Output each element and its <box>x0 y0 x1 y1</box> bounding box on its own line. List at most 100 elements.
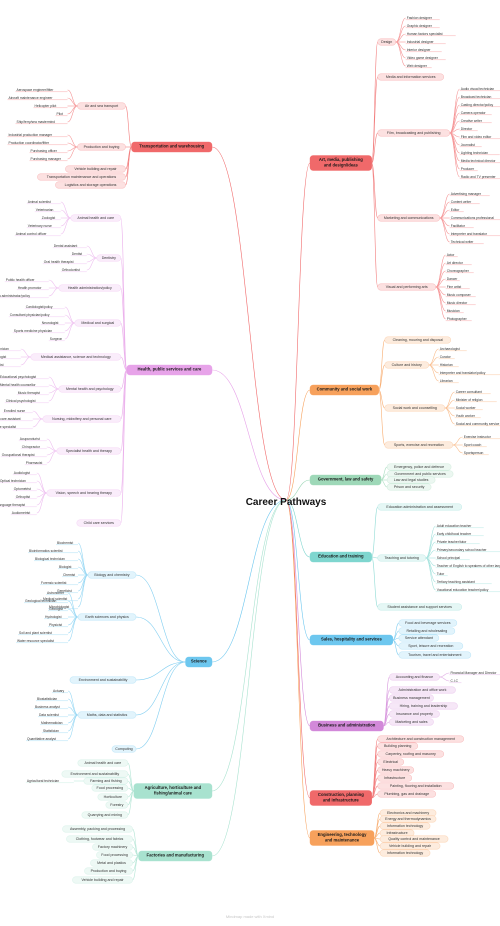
topic-6-0[interactable] <box>384 336 451 344</box>
topic-label[interactable]: Design <box>381 40 392 44</box>
branch-label[interactable]: Engineering, technology <box>318 832 368 837</box>
leaf-label[interactable]: Ship/ferry/sea mastermind <box>17 120 56 124</box>
topic-1-9[interactable] <box>76 519 122 527</box>
topic-label[interactable]: Tourism, travel and entertainment <box>408 653 461 657</box>
leaf-label[interactable]: Tutor <box>437 572 445 576</box>
leaf-label[interactable]: Animal control officer <box>16 232 48 236</box>
topic-label[interactable]: Business management <box>393 696 430 700</box>
branch-label[interactable]: Business and administration <box>318 723 376 728</box>
leaf-label[interactable]: Optical technician <box>0 479 26 483</box>
topic-5-3[interactable] <box>377 214 440 222</box>
leaf-label[interactable]: Purchasing officer <box>31 149 58 153</box>
topic-2-4[interactable] <box>111 745 137 753</box>
leaf-label[interactable]: Geological technician <box>25 599 57 603</box>
topic-label[interactable]: Carpentry, roofing and masonry <box>386 752 436 756</box>
leaf-label[interactable]: Health care assistant <box>0 417 21 421</box>
topic-9-0[interactable] <box>398 619 458 627</box>
branch-label[interactable]: Community and social work <box>317 387 373 392</box>
leaf-label[interactable]: Chemist <box>63 573 75 577</box>
leaf-label[interactable]: Dentist <box>72 252 82 256</box>
branch-6[interactable] <box>309 384 379 396</box>
topic-label[interactable]: Production and buying <box>91 869 127 873</box>
branch-label[interactable]: Government, law and safety <box>318 477 374 482</box>
topic-label[interactable]: Infrastructure <box>386 831 407 835</box>
topic-label[interactable]: Emergency, police and defence <box>394 465 444 469</box>
leaf-label[interactable]: Media technical director <box>461 159 497 163</box>
topic-label[interactable]: Insurance and property <box>396 712 433 716</box>
topic-0-0[interactable] <box>77 102 126 110</box>
leaf-label[interactable]: Geneticist <box>57 589 72 593</box>
branch-3[interactable] <box>133 783 213 799</box>
topic-label[interactable]: Medical and surgical <box>81 321 114 325</box>
leaf-label[interactable]: Private teacher/tutor <box>437 540 468 544</box>
leaf-label[interactable]: Advertising manager <box>451 192 482 196</box>
branch-12[interactable] <box>309 830 375 846</box>
leaf-label[interactable]: Interior designer <box>407 48 432 52</box>
topic-label[interactable]: Heavy machinery <box>382 768 410 772</box>
topic-label[interactable]: Farming and fishing <box>90 779 122 783</box>
topic-1-7[interactable] <box>56 447 121 455</box>
leaf-label[interactable]: Technical writer <box>451 240 475 244</box>
leaf-label[interactable]: Pilot <box>57 112 63 116</box>
topic-label[interactable]: Horticulture <box>104 795 122 799</box>
leaf-label[interactable]: Music composer <box>447 293 472 297</box>
leaf-label[interactable]: Biostatistician <box>37 697 57 701</box>
leaf-label[interactable]: Zoologist <box>42 216 55 220</box>
leaf-label[interactable]: Archaeologist <box>440 347 460 351</box>
topic-label[interactable]: Forestry <box>110 803 123 807</box>
topic-4-0[interactable] <box>62 825 133 833</box>
leaf-label[interactable]: Journalist <box>461 143 475 147</box>
topic-2-3[interactable] <box>77 711 137 719</box>
topic-label[interactable]: Food and beverage services <box>405 621 451 625</box>
leaf-label[interactable]: Optometrist <box>14 487 31 491</box>
topic-10-1[interactable] <box>389 686 456 694</box>
leaf-label[interactable]: Astronomer <box>47 591 65 595</box>
topic-label[interactable]: Film, broadcasting and publishing <box>387 131 441 135</box>
topic-1-2[interactable] <box>58 284 121 292</box>
topic-label[interactable]: Clothing, footwear and fabrics <box>76 837 124 841</box>
leaf-label[interactable]: Neurologist <box>42 321 59 325</box>
leaf-label[interactable]: Content writer <box>451 200 472 204</box>
leaf-label[interactable]: Cardiologist/policy <box>26 305 53 309</box>
topic-label[interactable]: Administration and office work <box>399 688 447 692</box>
leaf-label[interactable]: Statistician <box>43 729 59 733</box>
topic-4-1[interactable] <box>66 835 133 843</box>
leaf-label[interactable]: Web designer <box>407 64 428 68</box>
topic-3-1[interactable] <box>61 770 129 778</box>
topic-3-3[interactable] <box>91 784 129 792</box>
leaf-label[interactable]: Speech language therapist <box>0 503 25 507</box>
branch-4[interactable] <box>138 850 213 862</box>
topic-8-0[interactable] <box>377 503 462 511</box>
leaf-label[interactable]: Early childhood teacher <box>437 532 472 536</box>
leaf-label[interactable]: Sportsperson <box>464 451 484 455</box>
topic-label[interactable]: Accounting and finance <box>396 675 433 679</box>
topic-5-0[interactable] <box>377 38 396 46</box>
topic-label[interactable]: Nursing, midwifery and personal care <box>52 417 111 421</box>
leaf-label[interactable]: Anaesthetic technician <box>0 347 9 351</box>
leaf-label[interactable]: Medical imaging technologist <box>0 355 6 359</box>
topic-4-4[interactable] <box>90 859 133 867</box>
topic-1-0[interactable] <box>70 214 122 222</box>
topic-label[interactable]: Quality control and maintenance <box>388 837 440 841</box>
leaf-label[interactable]: Curator <box>440 355 452 359</box>
leaf-label[interactable]: Health data administrator/policy <box>0 294 30 298</box>
leaf-label[interactable]: Audiometrist <box>12 511 30 515</box>
topic-label[interactable]: Animal health and care <box>84 761 121 765</box>
topic-label[interactable]: Marketing and sales <box>395 720 427 724</box>
topic-3-0[interactable] <box>77 759 129 767</box>
topic-label[interactable]: Earth sciences and physics <box>85 615 129 619</box>
topic-label[interactable]: Education administration and assessment <box>386 505 453 509</box>
topic-label[interactable]: Animal health and care <box>77 216 114 220</box>
leaf-label[interactable]: Clinical nurse specialist <box>0 425 16 429</box>
topic-10-4[interactable] <box>389 710 440 718</box>
topic-label[interactable]: Logistics and storage operations <box>65 183 117 187</box>
topic-label[interactable]: Vehicle building and repair <box>389 844 432 848</box>
leaf-label[interactable]: Aircraft maintenance engineer <box>9 96 54 100</box>
leaf-label[interactable]: Camera operator <box>461 111 487 115</box>
topic-label[interactable]: Social work and counselling <box>393 406 437 410</box>
topic-10-3[interactable] <box>389 702 458 710</box>
topic-1-6[interactable] <box>42 415 121 423</box>
leaf-label[interactable]: Fine artist <box>447 285 462 289</box>
topic-6-1[interactable] <box>384 361 429 369</box>
leaf-label[interactable]: Industrial designer <box>407 40 435 44</box>
